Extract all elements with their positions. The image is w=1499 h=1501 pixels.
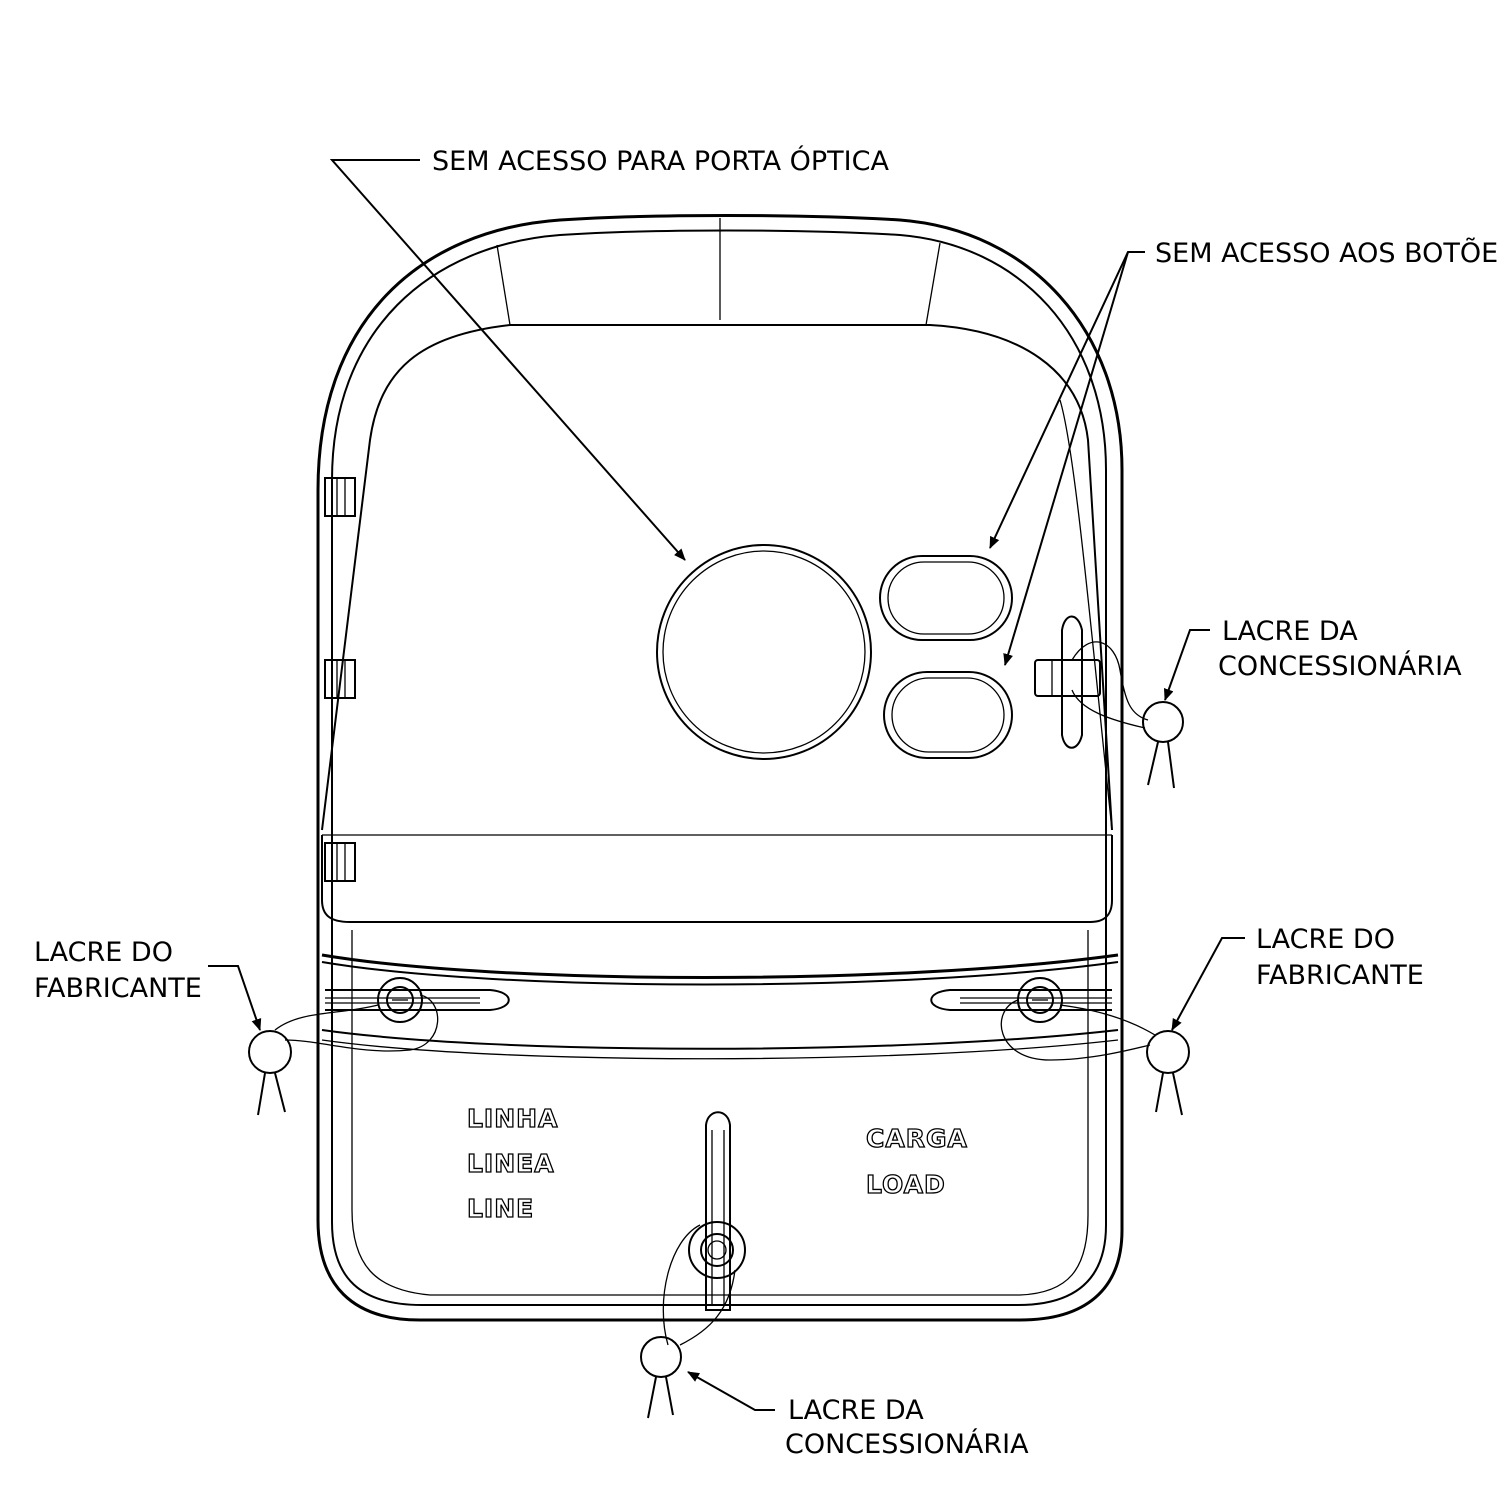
screw-right: [1017, 977, 1063, 1023]
label-linha: LINHA: [467, 1104, 558, 1133]
leader-manufacturer-seal-left: [208, 965, 262, 1031]
label-linea: LINEA: [467, 1149, 555, 1178]
terminal-latch: [688, 1111, 746, 1311]
button-cover-bottom: [883, 671, 1013, 759]
callout-optical-port: SEM ACESSO PARA PORTA ÓPTICA: [432, 145, 889, 177]
callout-utility-seal-bottom-2: CONCESSIONÁRIA: [785, 1428, 1029, 1460]
leader-optical-port: [329, 159, 686, 561]
meter-housing: [316, 214, 1124, 1322]
transparent-cover: [321, 324, 1113, 923]
label-line: LINE: [467, 1194, 534, 1223]
callout-buttons: SEM ACESSO AOS BOTÕES: [1155, 237, 1499, 269]
label-carga: CARGA: [866, 1124, 968, 1153]
leader-manufacturer-seal-right: [1171, 937, 1245, 1031]
manufacturer-seal-left: [248, 1030, 292, 1116]
cover-latch: [1034, 615, 1101, 749]
callout-manufacturer-seal-left-2: FABRICANTE: [34, 973, 202, 1004]
callout-utility-seal-right-2: CONCESSIONÁRIA: [1218, 650, 1462, 682]
leader-utility-seal-right: [1163, 629, 1210, 701]
label-load: LOAD: [866, 1170, 946, 1199]
utility-seal-bottom: [640, 1336, 682, 1419]
leader-utility-seal-bottom: [687, 1371, 775, 1411]
manufacturer-seal-right: [1146, 1030, 1190, 1116]
hinge-top: [324, 477, 356, 517]
callout-manufacturer-seal-left-1: LACRE DO: [34, 937, 173, 968]
screw-left: [377, 977, 423, 1023]
callout-utility-seal-bottom-1: LACRE DA: [788, 1395, 924, 1426]
seal-wires: [274, 641, 1156, 1346]
callout-manufacturer-seal-right-1: LACRE DO: [1256, 924, 1395, 955]
button-cover-top: [879, 555, 1013, 641]
callout-manufacturer-seal-right-2: FABRICANTE: [1256, 960, 1424, 991]
callout-utility-seal-right-1: LACRE DA: [1222, 616, 1358, 647]
utility-seal-right: [1142, 701, 1184, 789]
hinge-middle: [324, 659, 356, 699]
optical-port-cover: [656, 544, 872, 760]
hinge-bottom: [324, 842, 356, 882]
terminal-cover: [321, 953, 1119, 1060]
leader-buttons: [989, 251, 1145, 666]
